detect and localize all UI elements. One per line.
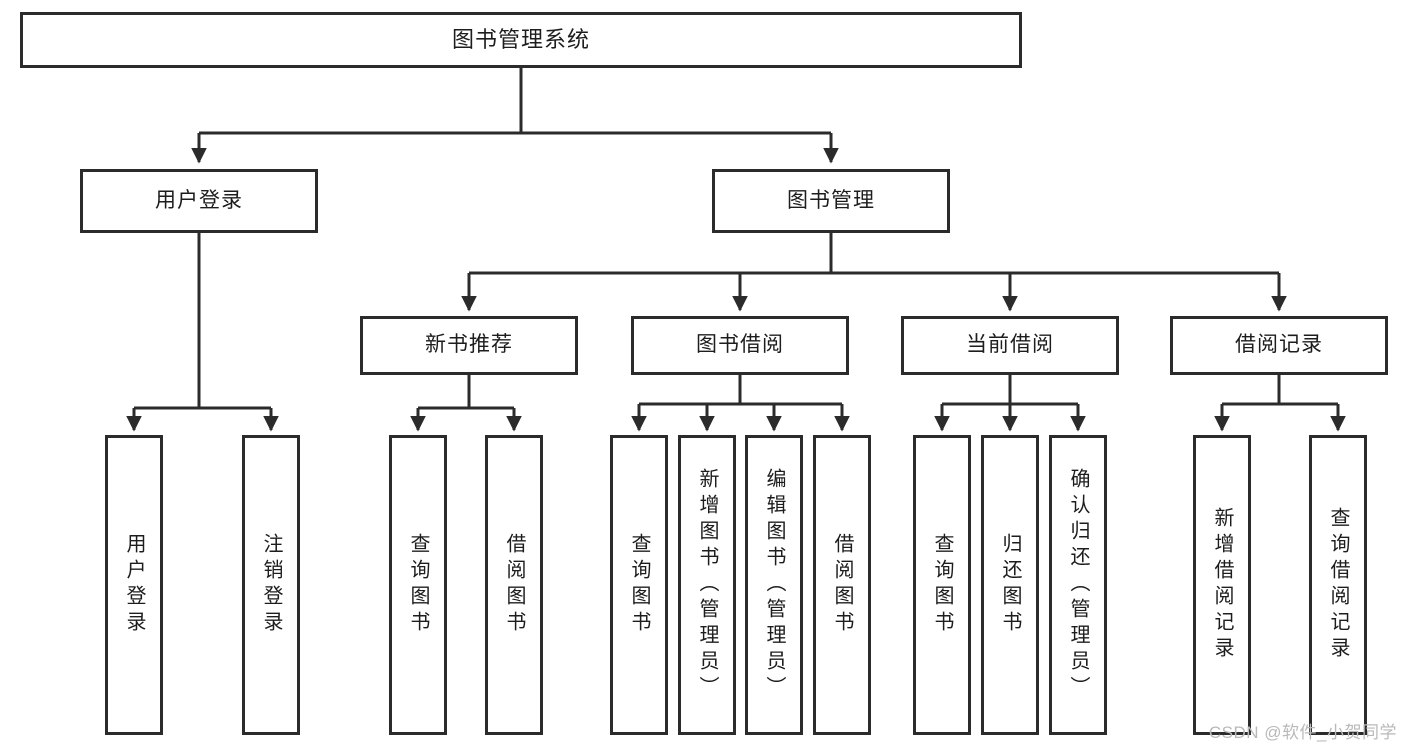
node-label: 注销登录 [260, 533, 282, 637]
leaf-user-login-logout[interactable]: 注销登录 [242, 435, 300, 735]
leaf-current-confirm-return-admin[interactable]: 确认归还（管理员） [1049, 435, 1107, 735]
leaf-new-book-borrow[interactable]: 借阅图书 [485, 435, 543, 735]
node-label: 借阅图书 [503, 533, 525, 637]
node-label: 归还图书 [999, 533, 1021, 637]
node-label: 查询图书 [407, 533, 429, 637]
leaf-current-query-book[interactable]: 查询图书 [913, 435, 971, 735]
watermark-text: CSDN @软件_小贺同学 [1208, 723, 1397, 742]
node-label: 用户登录 [123, 533, 145, 637]
leaf-borrow-edit-book-admin[interactable]: 编辑图书（管理员） [745, 435, 803, 735]
node-label: 借阅图书 [831, 533, 853, 637]
node-label: 确认归还（管理员） [1067, 468, 1089, 702]
node-book-borrow[interactable]: 图书借阅 [631, 316, 849, 375]
leaf-new-book-query[interactable]: 查询图书 [389, 435, 447, 735]
node-root-system[interactable]: 图书管理系统 [20, 12, 1022, 68]
leaf-borrow-borrow-book[interactable]: 借阅图书 [813, 435, 871, 735]
node-label: 查询图书 [931, 533, 953, 637]
node-label: 新增图书（管理员） [696, 468, 718, 702]
leaf-borrow-query-book[interactable]: 查询图书 [610, 435, 668, 735]
leaf-current-return-book[interactable]: 归还图书 [981, 435, 1039, 735]
node-label: 新增借阅记录 [1211, 507, 1233, 663]
node-label: 用户登录 [155, 188, 243, 212]
node-current-borrow[interactable]: 当前借阅 [901, 316, 1119, 375]
node-label: 当前借阅 [966, 333, 1054, 357]
leaf-borrow-add-book-admin[interactable]: 新增图书（管理员） [678, 435, 736, 735]
node-label: 查询图书 [628, 533, 650, 637]
node-label: 借阅记录 [1235, 333, 1323, 357]
node-user-login[interactable]: 用户登录 [80, 169, 318, 233]
node-label: 新书推荐 [425, 333, 513, 357]
node-label: 查询借阅记录 [1327, 507, 1349, 663]
leaf-user-login-login[interactable]: 用户登录 [105, 435, 163, 735]
node-book-management[interactable]: 图书管理 [712, 169, 950, 233]
leaf-record-query-record[interactable]: 查询借阅记录 [1309, 435, 1367, 735]
node-label: 图书管理系统 [451, 27, 590, 53]
leaf-record-add-record[interactable]: 新增借阅记录 [1193, 435, 1251, 735]
node-label: 图书管理 [787, 188, 875, 212]
node-new-book-recommend[interactable]: 新书推荐 [360, 316, 578, 375]
node-label: 编辑图书（管理员） [763, 468, 785, 702]
node-borrow-record[interactable]: 借阅记录 [1170, 316, 1388, 375]
node-label: 图书借阅 [696, 333, 784, 357]
